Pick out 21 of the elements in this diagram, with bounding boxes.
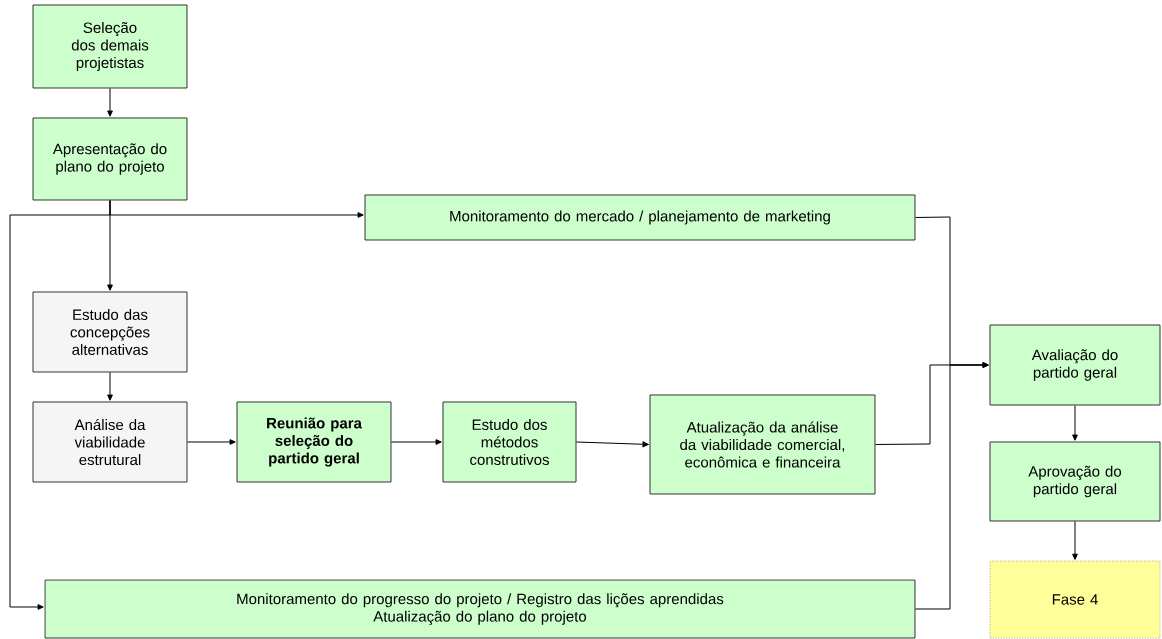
arrow	[391, 439, 442, 445]
process-box: Análise da viabilidade estrutural	[32, 401, 188, 483]
process-box: Atualização da análise da viabilidade comercial, econômica e financeira	[649, 394, 876, 495]
process-box: Aprovação do partido geral	[989, 441, 1161, 522]
arrow	[107, 88, 113, 117]
arrow	[187, 439, 236, 445]
process-box: Fase 4	[989, 560, 1161, 639]
arrow	[107, 372, 113, 401]
process-box: Monitoramento do mercado / planejamento de marketing	[364, 194, 916, 241]
arrow	[1072, 405, 1078, 441]
arrow	[1072, 521, 1078, 560]
arrow	[915, 362, 989, 610]
process-box: Avaliação do partido geral	[989, 324, 1161, 406]
process-box: Seleção dos demais projetistas	[32, 4, 188, 89]
process-box: Monitoramento do progresso do projeto / Registro das lições aprendidas Atualização do plano do projeto	[44, 579, 916, 639]
process-box: Reunião para seleção do partido geral	[236, 401, 392, 483]
arrow	[9, 200, 111, 610]
process-box: Estudo das concepções alternativas	[32, 291, 188, 373]
process-box: Apresentação do plano do projeto	[32, 117, 188, 201]
arrow	[576, 441, 649, 448]
process-box: Estudo dos métodos construtivos	[442, 401, 577, 483]
